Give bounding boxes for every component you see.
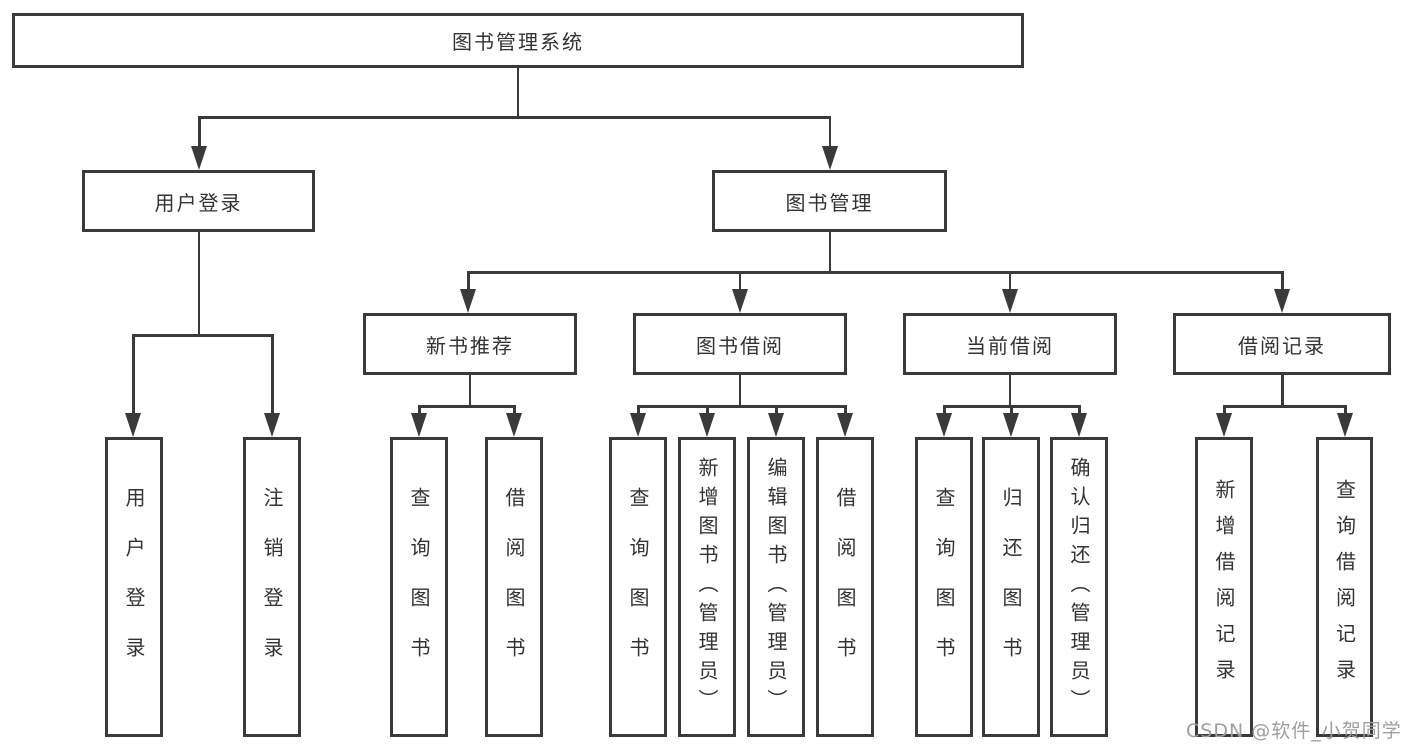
connector-arrow-shaft — [1010, 405, 1013, 415]
connector-arrow-shaft — [1281, 271, 1284, 292]
connector-arrow-shaft — [513, 405, 516, 415]
node-borrow-records: 借阅记录 — [1173, 313, 1391, 375]
arrow-down-icon — [1003, 413, 1019, 437]
leaf-label: 归还图书 — [999, 487, 1023, 687]
node-book-management-label: 图书管理 — [785, 190, 874, 215]
connector-root-stem — [516, 68, 519, 118]
leaf-edit-books-admin: 编辑图书（管理员） — [747, 437, 805, 737]
connector-arrow-shaft — [1223, 405, 1226, 415]
leaf-label: 查询图书 — [932, 487, 956, 687]
leaf-label: 查询图书 — [626, 487, 650, 687]
leaf-return-books: 归还图书 — [982, 437, 1040, 737]
connector-stem — [1281, 375, 1284, 407]
leaf-label: 查询借阅记录 — [1332, 479, 1357, 695]
connector-bar — [637, 405, 846, 408]
arrow-down-icon — [822, 146, 838, 170]
node-root: 图书管理系统 — [12, 13, 1024, 68]
arrow-down-icon — [411, 413, 427, 437]
arrow-down-icon — [630, 413, 646, 437]
connector-user-login-stem — [197, 232, 200, 336]
connector-book-mgmt-bar — [467, 271, 1283, 274]
arrow-down-icon — [1002, 289, 1018, 313]
leaf-user-login: 用户登录 — [105, 437, 163, 737]
node-root-label: 图书管理系统 — [452, 30, 584, 54]
connector-arrow-shaft — [418, 405, 421, 415]
connector-arrow-shaft — [706, 405, 709, 415]
leaf-query-books-recommend: 查询图书 — [390, 437, 448, 737]
arrow-down-icon — [125, 413, 141, 437]
arrow-down-icon — [768, 413, 784, 437]
connector-arrow-shaft — [637, 405, 640, 415]
connector-bar — [1223, 405, 1346, 408]
connector-arrow-shaft — [467, 271, 470, 292]
connector-stem — [738, 375, 741, 407]
leaf-query-books-current: 查询图书 — [915, 437, 973, 737]
connector-arrow-shaft — [844, 405, 847, 415]
arrow-down-icon — [1071, 413, 1087, 437]
connector-stem — [1008, 375, 1011, 407]
node-book-management: 图书管理 — [712, 170, 947, 232]
leaf-label: 借阅图书 — [833, 487, 857, 687]
connector-book-mgmt-stem — [828, 232, 831, 274]
arrow-down-icon — [506, 413, 522, 437]
leaf-label: 新增借阅记录 — [1212, 479, 1236, 695]
arrow-down-icon — [837, 413, 853, 437]
arrow-down-icon — [264, 413, 280, 437]
node-user-login: 用户登录 — [82, 170, 315, 232]
node-new-book-recommend: 新书推荐 — [363, 313, 577, 375]
leaf-logout-login-label: 注销登录 — [260, 487, 284, 687]
arrow-down-icon — [1337, 413, 1353, 437]
leaf-label: 确认归还（管理员） — [1067, 456, 1091, 718]
arrow-down-icon — [936, 413, 952, 437]
leaf-query-books-borrow: 查询图书 — [609, 437, 667, 737]
connector-stem — [468, 375, 471, 407]
node-book-borrow: 图书借阅 — [633, 313, 847, 375]
node-borrow-records-label: 借阅记录 — [1238, 333, 1326, 358]
arrow-down-icon — [191, 146, 207, 170]
leaf-borrow-books: 借阅图书 — [816, 437, 874, 737]
connector-bar — [418, 405, 515, 408]
connector-arrow-shaft — [775, 405, 778, 415]
leaf-label: 查询图书 — [407, 487, 431, 687]
connector-arrow-shaft — [132, 334, 135, 416]
connector-arrow-shaft — [828, 116, 831, 148]
leaf-label: 编辑图书（管理员） — [764, 456, 788, 718]
leaf-user-login-label: 用户登录 — [122, 487, 146, 687]
node-book-borrow-label: 图书借阅 — [696, 333, 784, 358]
node-current-borrow: 当前借阅 — [903, 313, 1117, 375]
arrow-down-icon — [460, 289, 476, 313]
connector-arrow-shaft — [271, 334, 274, 416]
leaf-confirm-return-admin: 确认归还（管理员） — [1050, 437, 1108, 737]
connector-arrow-shaft — [1078, 405, 1081, 415]
leaf-query-borrow-record: 查询借阅记录 — [1316, 437, 1373, 737]
connector-arrow-shaft — [1008, 271, 1011, 292]
leaf-borrow-books-recommend: 借阅图书 — [485, 437, 543, 737]
arrow-down-icon — [1274, 289, 1290, 313]
connector-arrow-shaft — [943, 405, 946, 415]
connector-user-login-bar — [132, 334, 273, 337]
arrow-down-icon — [1216, 413, 1232, 437]
node-user-login-label: 用户登录 — [154, 190, 243, 215]
connector-arrow-shaft — [738, 271, 741, 292]
connector-root-bar — [198, 116, 831, 119]
leaf-add-books-admin: 新增图书（管理员） — [678, 437, 736, 737]
connector-arrow-shaft — [198, 116, 201, 148]
connector-arrow-shaft — [1344, 405, 1347, 415]
csdn-watermark: CSDN @软件_小贺同学 — [1186, 720, 1402, 742]
leaf-add-borrow-record: 新增借阅记录 — [1195, 437, 1253, 737]
arrow-down-icon — [732, 289, 748, 313]
node-current-borrow-label: 当前借阅 — [966, 333, 1054, 358]
leaf-logout-login: 注销登录 — [243, 437, 301, 737]
leaf-label: 新增图书（管理员） — [695, 456, 719, 718]
arrow-down-icon — [699, 413, 715, 437]
leaf-label: 借阅图书 — [502, 487, 526, 687]
node-new-book-recommend-label: 新书推荐 — [426, 333, 514, 358]
